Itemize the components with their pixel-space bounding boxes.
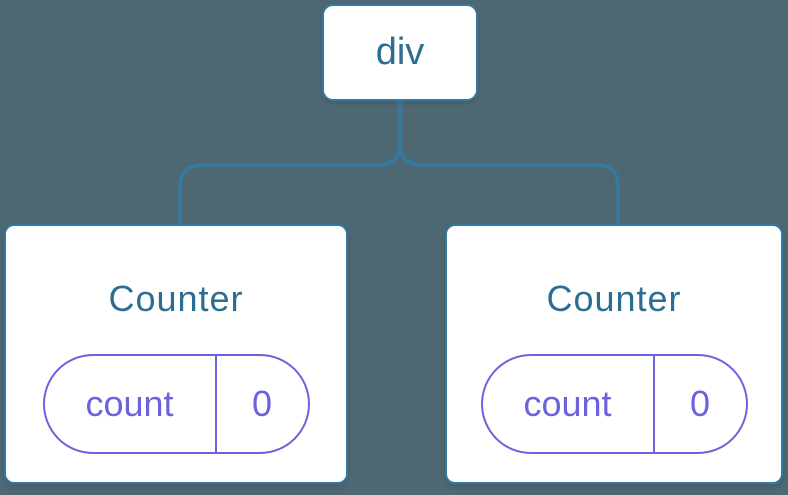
component-card-counter-left: Counter count 0 (4, 224, 348, 484)
state-key: count (483, 356, 655, 452)
state-pill: count 0 (42, 354, 310, 454)
state-value: 0 (251, 383, 273, 424)
component-card-counter-right: Counter count 0 (445, 224, 783, 484)
state-value: 0 (689, 383, 711, 424)
component-title: Counter (108, 278, 244, 319)
state-pill: count 0 (480, 354, 748, 454)
root-node-label: div (375, 31, 425, 73)
state-key: count (45, 356, 217, 452)
component-title: Counter (546, 278, 682, 319)
root-node: div (322, 4, 478, 101)
connector-stem-and-branches (178, 99, 620, 228)
